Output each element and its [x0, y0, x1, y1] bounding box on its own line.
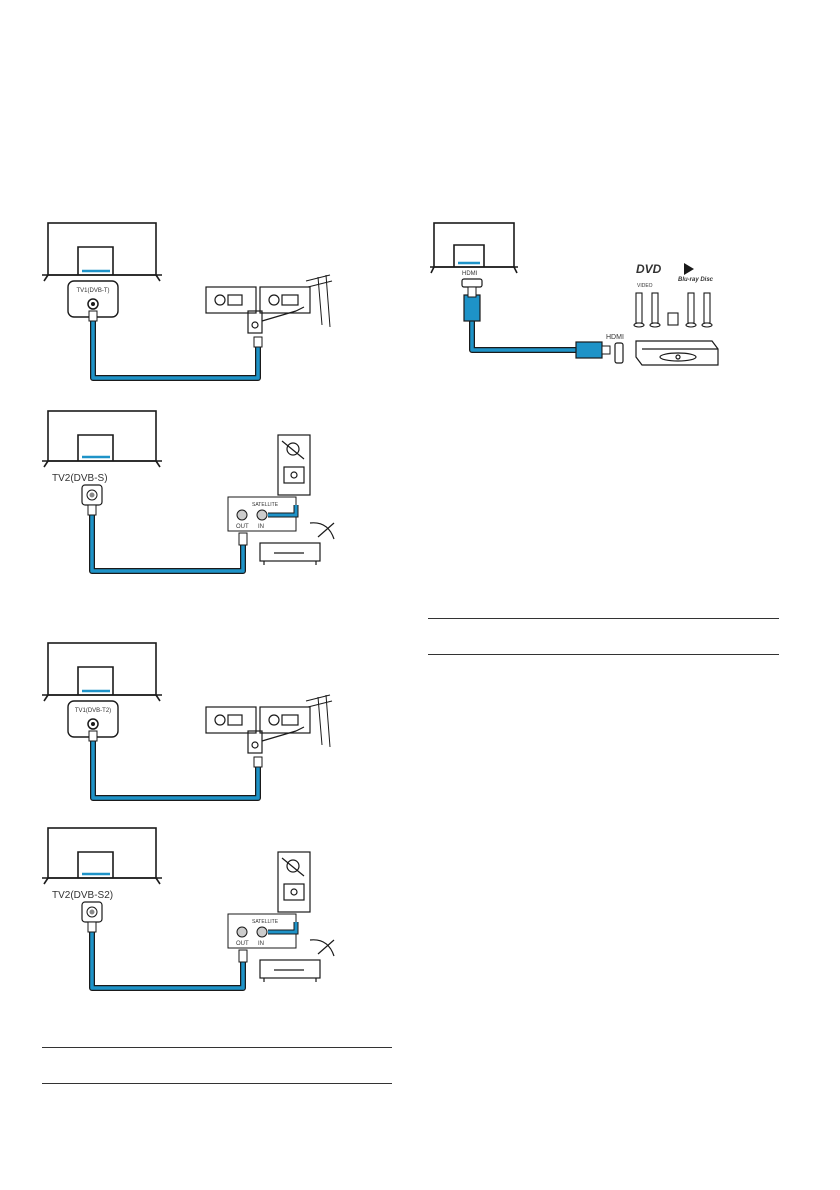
svg-text:Blu-ray Disc: Blu-ray Disc	[678, 277, 714, 283]
satellite-receiver-panel: SATELLITE OUT IN	[227, 496, 299, 532]
section-rule-right-bottom	[428, 654, 779, 655]
antenna-connection-figure-dvb-t: TV1(DVB-T)	[38, 215, 338, 390]
tv-hdmi-label: HDMI	[462, 271, 478, 277]
section-rule-left-top	[42, 1047, 392, 1048]
tv-icon	[42, 222, 162, 282]
satellite-connection-figure-dvb-s2: TV2(DVB-S2) SATELLITE OUT IN	[38, 822, 338, 997]
outdoor-antenna-icon	[305, 694, 333, 748]
svg-text:OUT: OUT	[236, 524, 249, 530]
svg-text:OUT: OUT	[236, 941, 249, 947]
tv-satellite-port	[81, 484, 103, 506]
svg-text:SATELLITE: SATELLITE	[252, 919, 279, 925]
satellite-receiver-box-icon	[259, 542, 321, 565]
hdmi-connection-figure: HDMI HDMI DVD VIDEO Blu-ray Disc	[428, 215, 728, 375]
port-label: TV2(DVB-S2)	[52, 890, 113, 901]
device-hdmi-label: HDMI	[606, 334, 624, 341]
svg-text:DVD: DVD	[636, 262, 662, 276]
dvd-video-logo: DVD VIDEO	[636, 262, 662, 289]
antenna-cable	[90, 739, 261, 801]
port-label: TV1(DVB-T2)	[75, 708, 111, 714]
antenna-connection-figure-dvb-t2: TV1(DVB-T2)	[38, 635, 338, 810]
satellite-dish-icon	[309, 939, 335, 957]
tv-antenna-port: TV1(DVB-T2)	[67, 700, 119, 738]
antenna-cable	[90, 319, 261, 381]
section-rule-right-top	[428, 618, 779, 619]
satellite-wall-plate	[277, 851, 311, 913]
tv-icon	[42, 642, 162, 702]
home-theater-speakers-icon	[633, 292, 713, 328]
svg-text:SATELLITE: SATELLITE	[252, 502, 279, 508]
tv-icon	[42, 827, 162, 885]
tv-hdmi-port	[461, 278, 483, 288]
tv-icon	[42, 410, 162, 468]
device-hdmi-port	[614, 342, 624, 364]
satellite-receiver-box-icon	[259, 959, 321, 982]
outdoor-antenna-icon	[305, 274, 333, 328]
section-rule-left-bottom	[42, 1083, 392, 1084]
bluray-disc-logo: Blu-ray Disc	[678, 263, 714, 283]
disc-player-icon	[635, 340, 719, 366]
satellite-wall-plate	[277, 434, 311, 496]
hdmi-cable	[463, 286, 611, 359]
antenna-wall-socket	[205, 706, 311, 754]
satellite-cable	[89, 513, 246, 574]
tv-satellite-port	[81, 901, 103, 923]
satellite-connection-figure-dvb-s: TV2(DVB-S) SATELLITE OUT IN	[38, 405, 338, 580]
satellite-dish-icon	[309, 522, 335, 540]
svg-text:IN: IN	[258, 524, 264, 530]
tv-antenna-port: TV1(DVB-T)	[67, 280, 119, 318]
svg-text:VIDEO: VIDEO	[637, 283, 653, 289]
svg-text:IN: IN	[258, 941, 264, 947]
antenna-wall-socket	[205, 286, 311, 334]
tv-icon	[430, 222, 518, 274]
satellite-cable	[89, 930, 246, 991]
satellite-receiver-panel: SATELLITE OUT IN	[227, 913, 299, 949]
port-label: TV1(DVB-T)	[77, 288, 110, 294]
port-label: TV2(DVB-S)	[52, 473, 108, 484]
